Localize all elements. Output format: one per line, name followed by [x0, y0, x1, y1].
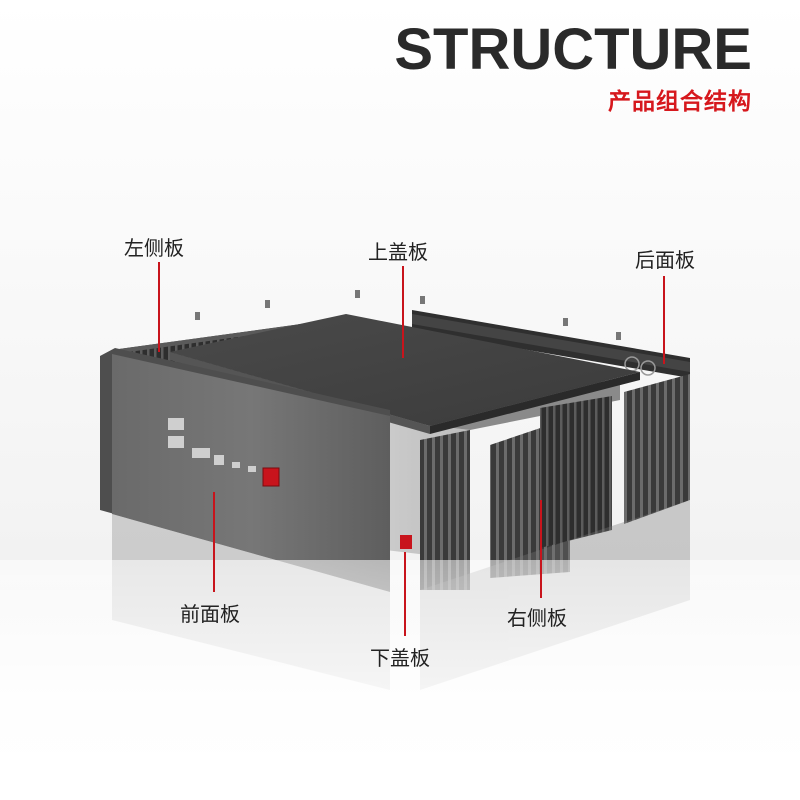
leader-front-panel — [213, 492, 215, 592]
front-panel — [100, 348, 390, 592]
label-bottom-cover: 下盖板 — [370, 646, 430, 670]
leader-bottom-cover — [404, 552, 406, 636]
label-front-panel: 前面板 — [180, 602, 240, 626]
front-io-ports — [168, 418, 256, 472]
leader-right-side-panel — [540, 500, 542, 598]
label-right-side-panel: 右侧板 — [507, 606, 567, 630]
screws — [195, 290, 621, 340]
label-top-cover: 上盖板 — [368, 240, 428, 264]
leader-top-cover — [402, 266, 404, 358]
page-subtitle: 产品组合结构 — [608, 89, 752, 115]
rear-panel — [412, 310, 690, 378]
label-left-side-panel: 左侧板 — [124, 236, 184, 260]
page-title: STRUCTURE — [394, 17, 752, 82]
label-rear-panel: 后面板 — [635, 248, 695, 272]
power-switch-icon — [262, 467, 280, 487]
leader-left-side-panel — [158, 262, 160, 352]
leader-rear-panel — [663, 276, 665, 364]
right-side-panel — [420, 374, 690, 590]
